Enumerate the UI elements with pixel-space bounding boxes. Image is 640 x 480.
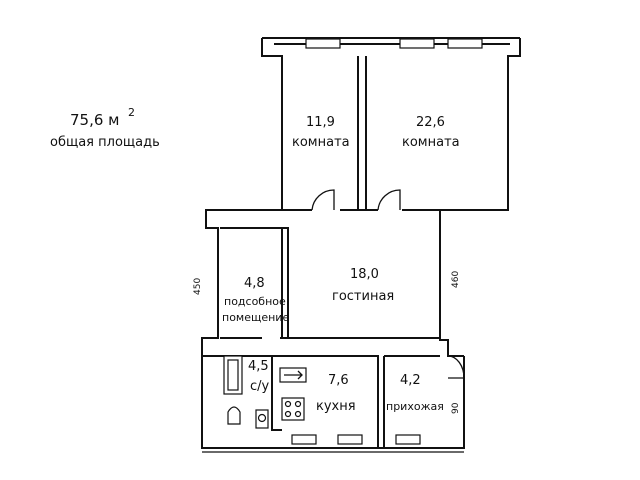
toilet <box>227 406 241 425</box>
window-room-2-a <box>399 38 435 49</box>
total-area-unit-superscript: 2 <box>128 106 135 119</box>
living-label: гостиная <box>332 289 394 304</box>
window-kitchen-b <box>337 434 363 445</box>
total-area: 75,6 м 2 общая площадь <box>50 106 160 150</box>
bathtub-inner <box>227 359 239 391</box>
dimension-left-height: 450 <box>193 278 203 295</box>
dimension-labels: 450 460 90 <box>193 271 461 414</box>
utility-area: 4,8 <box>244 276 265 291</box>
stove-burner-3 <box>284 410 292 418</box>
room-labels: 11,9 комната 22,6 комната 4,8 подсобное … <box>222 115 460 414</box>
bathroom-label: с/у <box>250 379 270 394</box>
dimension-right-height: 460 <box>451 271 461 288</box>
doors <box>311 189 465 379</box>
stove <box>281 397 305 421</box>
sink-drain <box>257 413 267 423</box>
room-2-label: комната <box>402 135 460 150</box>
room-2-area: 22,6 <box>416 115 445 130</box>
stove-burner-2 <box>294 400 302 408</box>
room-1-label: комната <box>292 135 350 150</box>
total-area-value: 75,6 м <box>70 111 119 129</box>
door-room-1 <box>311 189 335 211</box>
door-entrance <box>447 355 465 379</box>
bathroom-area: 4,5 <box>248 359 269 374</box>
window-kitchen-a <box>291 434 317 445</box>
door-room-2 <box>377 189 401 211</box>
windows <box>291 38 483 445</box>
utility-label-1: подсобное <box>224 295 286 308</box>
stove-burner-4 <box>294 410 302 418</box>
kitchen-label: кухня <box>316 399 356 414</box>
window-hallway <box>395 434 421 445</box>
hallway-area: 4,2 <box>400 373 421 388</box>
kitchen-area: 7,6 <box>328 373 349 388</box>
room-1-area: 11,9 <box>306 115 335 130</box>
interior-walls <box>201 56 441 448</box>
hallway-label: прихожая <box>386 400 444 413</box>
vent-arrow-icon <box>284 370 303 380</box>
living-area: 18,0 <box>350 267 379 282</box>
dimension-entrance-width: 90 <box>451 402 461 414</box>
window-room-1 <box>305 38 341 49</box>
stove-burner-1 <box>284 400 292 408</box>
utility-label-2: помещение <box>222 311 289 324</box>
fixtures <box>223 355 307 429</box>
window-room-2-b <box>447 38 483 49</box>
total-area-caption: общая площадь <box>50 135 160 150</box>
